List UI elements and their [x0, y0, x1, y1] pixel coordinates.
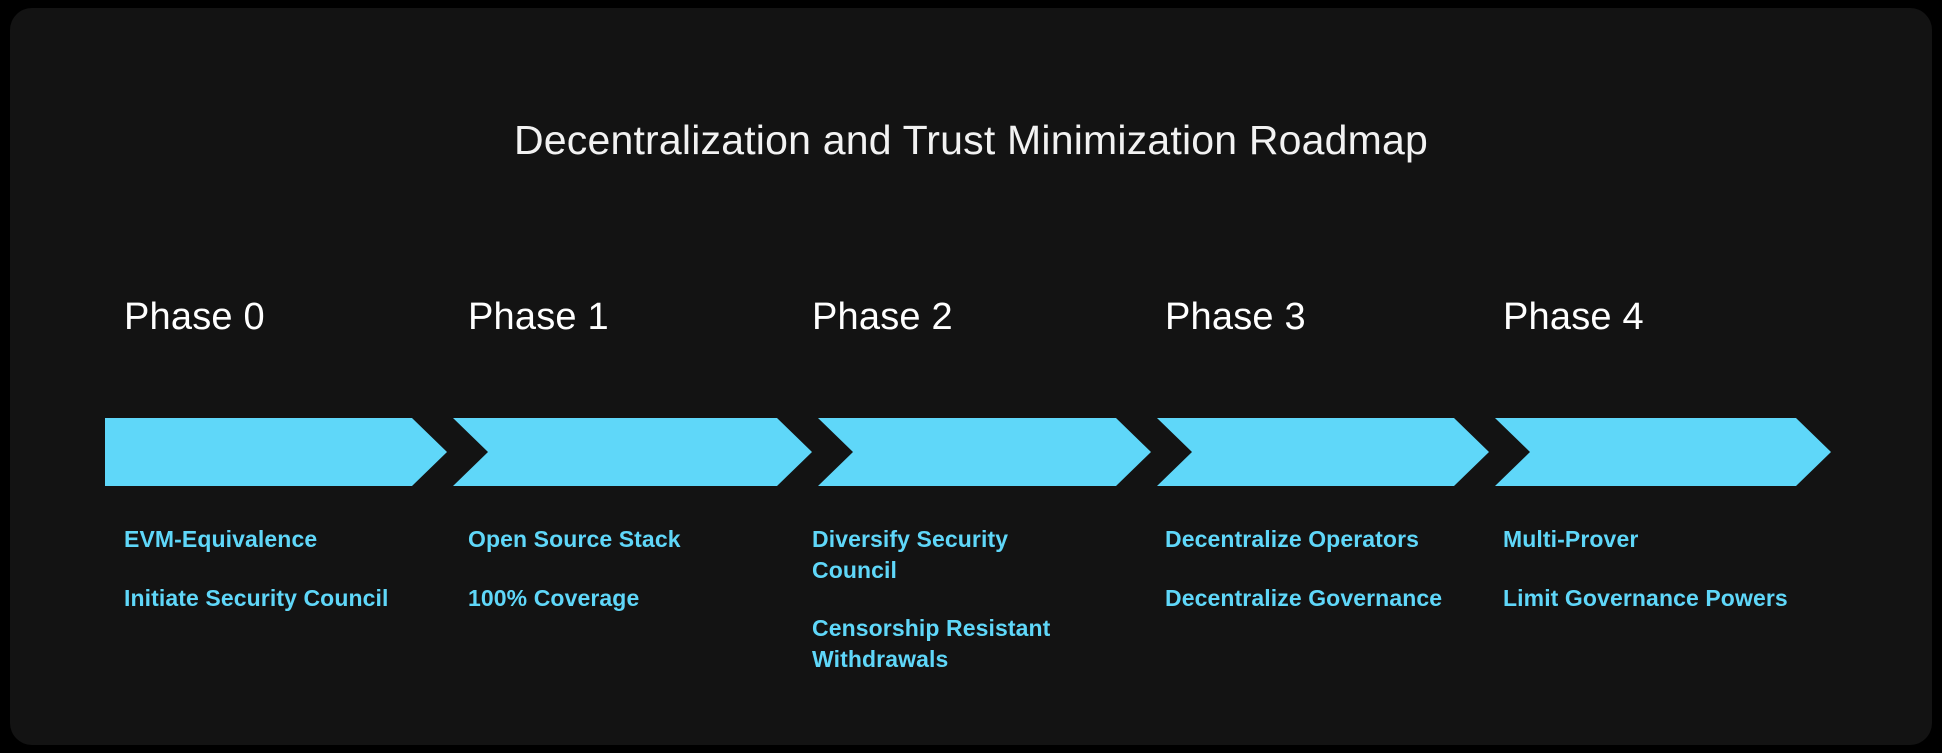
- phase-items-4: Multi-Prover Limit Governance Powers: [1503, 524, 1833, 613]
- phase-label-3: Phase 3: [1165, 296, 1306, 338]
- phase-item: Limit Governance Powers: [1503, 584, 1788, 611]
- phase-items-3: Decentralize Operators Decentralize Gove…: [1165, 524, 1495, 613]
- chevron-phase-0: [105, 418, 447, 486]
- phase-item: Initiate Security Council: [124, 584, 389, 611]
- phase-item: Censorship Resistant Withdrawals: [812, 615, 1051, 672]
- phase-item: Open Source Stack: [468, 526, 681, 552]
- phases-row: Phase 0 EVM-Equivalence Initiate Securit…: [10, 8, 1932, 745]
- phase-item: EVM-Equivalence: [124, 526, 318, 552]
- phase-label-1: Phase 1: [468, 296, 609, 338]
- phase-item: Multi-Prover: [1503, 526, 1639, 552]
- chevron-phase-2: [818, 418, 1151, 486]
- phase-label-0: Phase 0: [124, 296, 265, 338]
- phase-items-2: Diversify Security Council Censorship Re…: [812, 524, 1090, 674]
- phase-item: 100% Coverage: [468, 584, 640, 611]
- roadmap-panel: Decentralization and Trust Minimization …: [10, 8, 1932, 745]
- phase-label-2: Phase 2: [812, 296, 953, 338]
- chevron-phase-1: [453, 418, 812, 486]
- chevron-phase-4: [1495, 418, 1831, 486]
- phase-column-0: Phase 0 EVM-Equivalence Initiate Securit…: [124, 8, 454, 745]
- phase-label-4: Phase 4: [1503, 296, 1644, 338]
- page-title: Decentralization and Trust Minimization …: [513, 117, 1429, 163]
- phase-column-1: Phase 1 Open Source Stack 100% Coverage: [468, 8, 798, 745]
- phase-item: Diversify Security Council: [812, 526, 1009, 583]
- phase-arrow-bar: [10, 412, 1932, 492]
- phase-item: Decentralize Operators: [1165, 526, 1420, 552]
- phase-item: Decentralize Governance: [1165, 584, 1443, 611]
- phase-column-4: Phase 4 Multi-Prover Limit Governance Po…: [1503, 8, 1833, 745]
- phase-items-0: EVM-Equivalence Initiate Security Counci…: [124, 524, 454, 613]
- phase-items-1: Open Source Stack 100% Coverage: [468, 524, 798, 613]
- phase-column-2: Phase 2 Diversify Security Council Censo…: [812, 8, 1090, 745]
- phase-column-3: Phase 3 Decentralize Operators Decentral…: [1165, 8, 1495, 745]
- chevron-phase-3: [1157, 418, 1489, 486]
